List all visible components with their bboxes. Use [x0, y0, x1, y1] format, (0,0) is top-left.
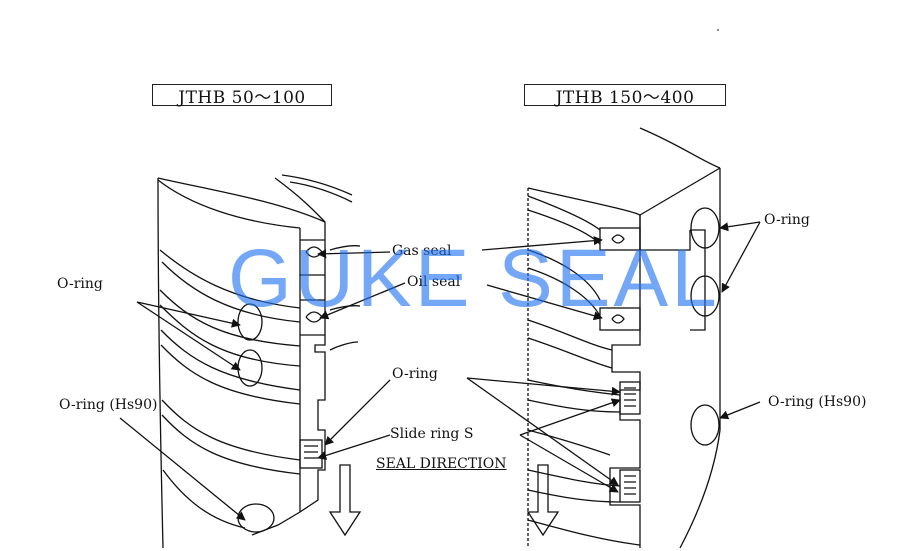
o-ring-label-center: O-ring: [392, 366, 438, 382]
oil-seal-label: Oil seal: [407, 274, 461, 290]
gas-seal-label: Gas seal: [392, 243, 452, 259]
slide-ring-label: Slide ring S: [390, 426, 474, 442]
o-ring-label-left: O-ring: [57, 276, 103, 292]
left-seal-drawing: [119, 174, 406, 549]
o-ring-hs90-label-right: O-ring (Hs90): [768, 394, 867, 410]
seal-direction-label: SEAL DIRECTION: [376, 456, 507, 472]
right-diagram-title: JTHB 150～400: [524, 84, 726, 108]
right-seal-drawing: [466, 127, 761, 549]
o-ring-label-right: O-ring: [764, 212, 810, 228]
left-diagram-title: JTHB 50～100: [152, 84, 332, 108]
o-ring-hs90-label-left: O-ring (Hs90): [59, 397, 158, 413]
